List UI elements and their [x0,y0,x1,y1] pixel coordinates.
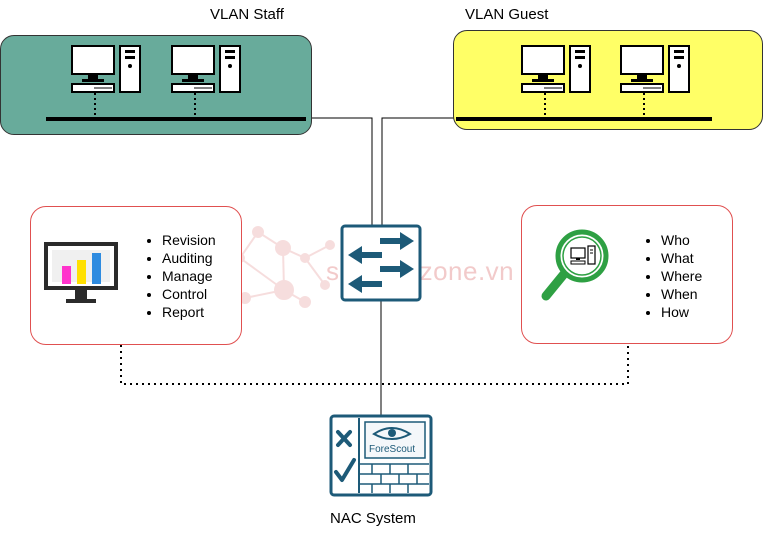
list-item: Where [661,267,702,285]
nac-brand-logo: ForeScout [369,444,416,455]
nac-system-label: NAC System [330,510,416,527]
list-item: Revision [162,231,216,249]
vlan-guest-zone [453,30,763,130]
list-item: Who [661,231,702,249]
visibility-panel [521,205,733,344]
vlan-staff-title: VLAN Staff [210,6,284,23]
vlan-guest-title: VLAN Guest [465,6,549,23]
list-item: Control [162,285,216,303]
list-item: When [661,285,702,303]
visibility-question-list: Who What Where When How [645,231,702,321]
list-item: What [661,249,702,267]
list-item: How [661,303,702,321]
list-item: Report [162,303,216,321]
list-item: Auditing [162,249,216,267]
management-feature-list: Revision Auditing Manage Control Report [146,231,216,321]
list-item: Manage [162,267,216,285]
